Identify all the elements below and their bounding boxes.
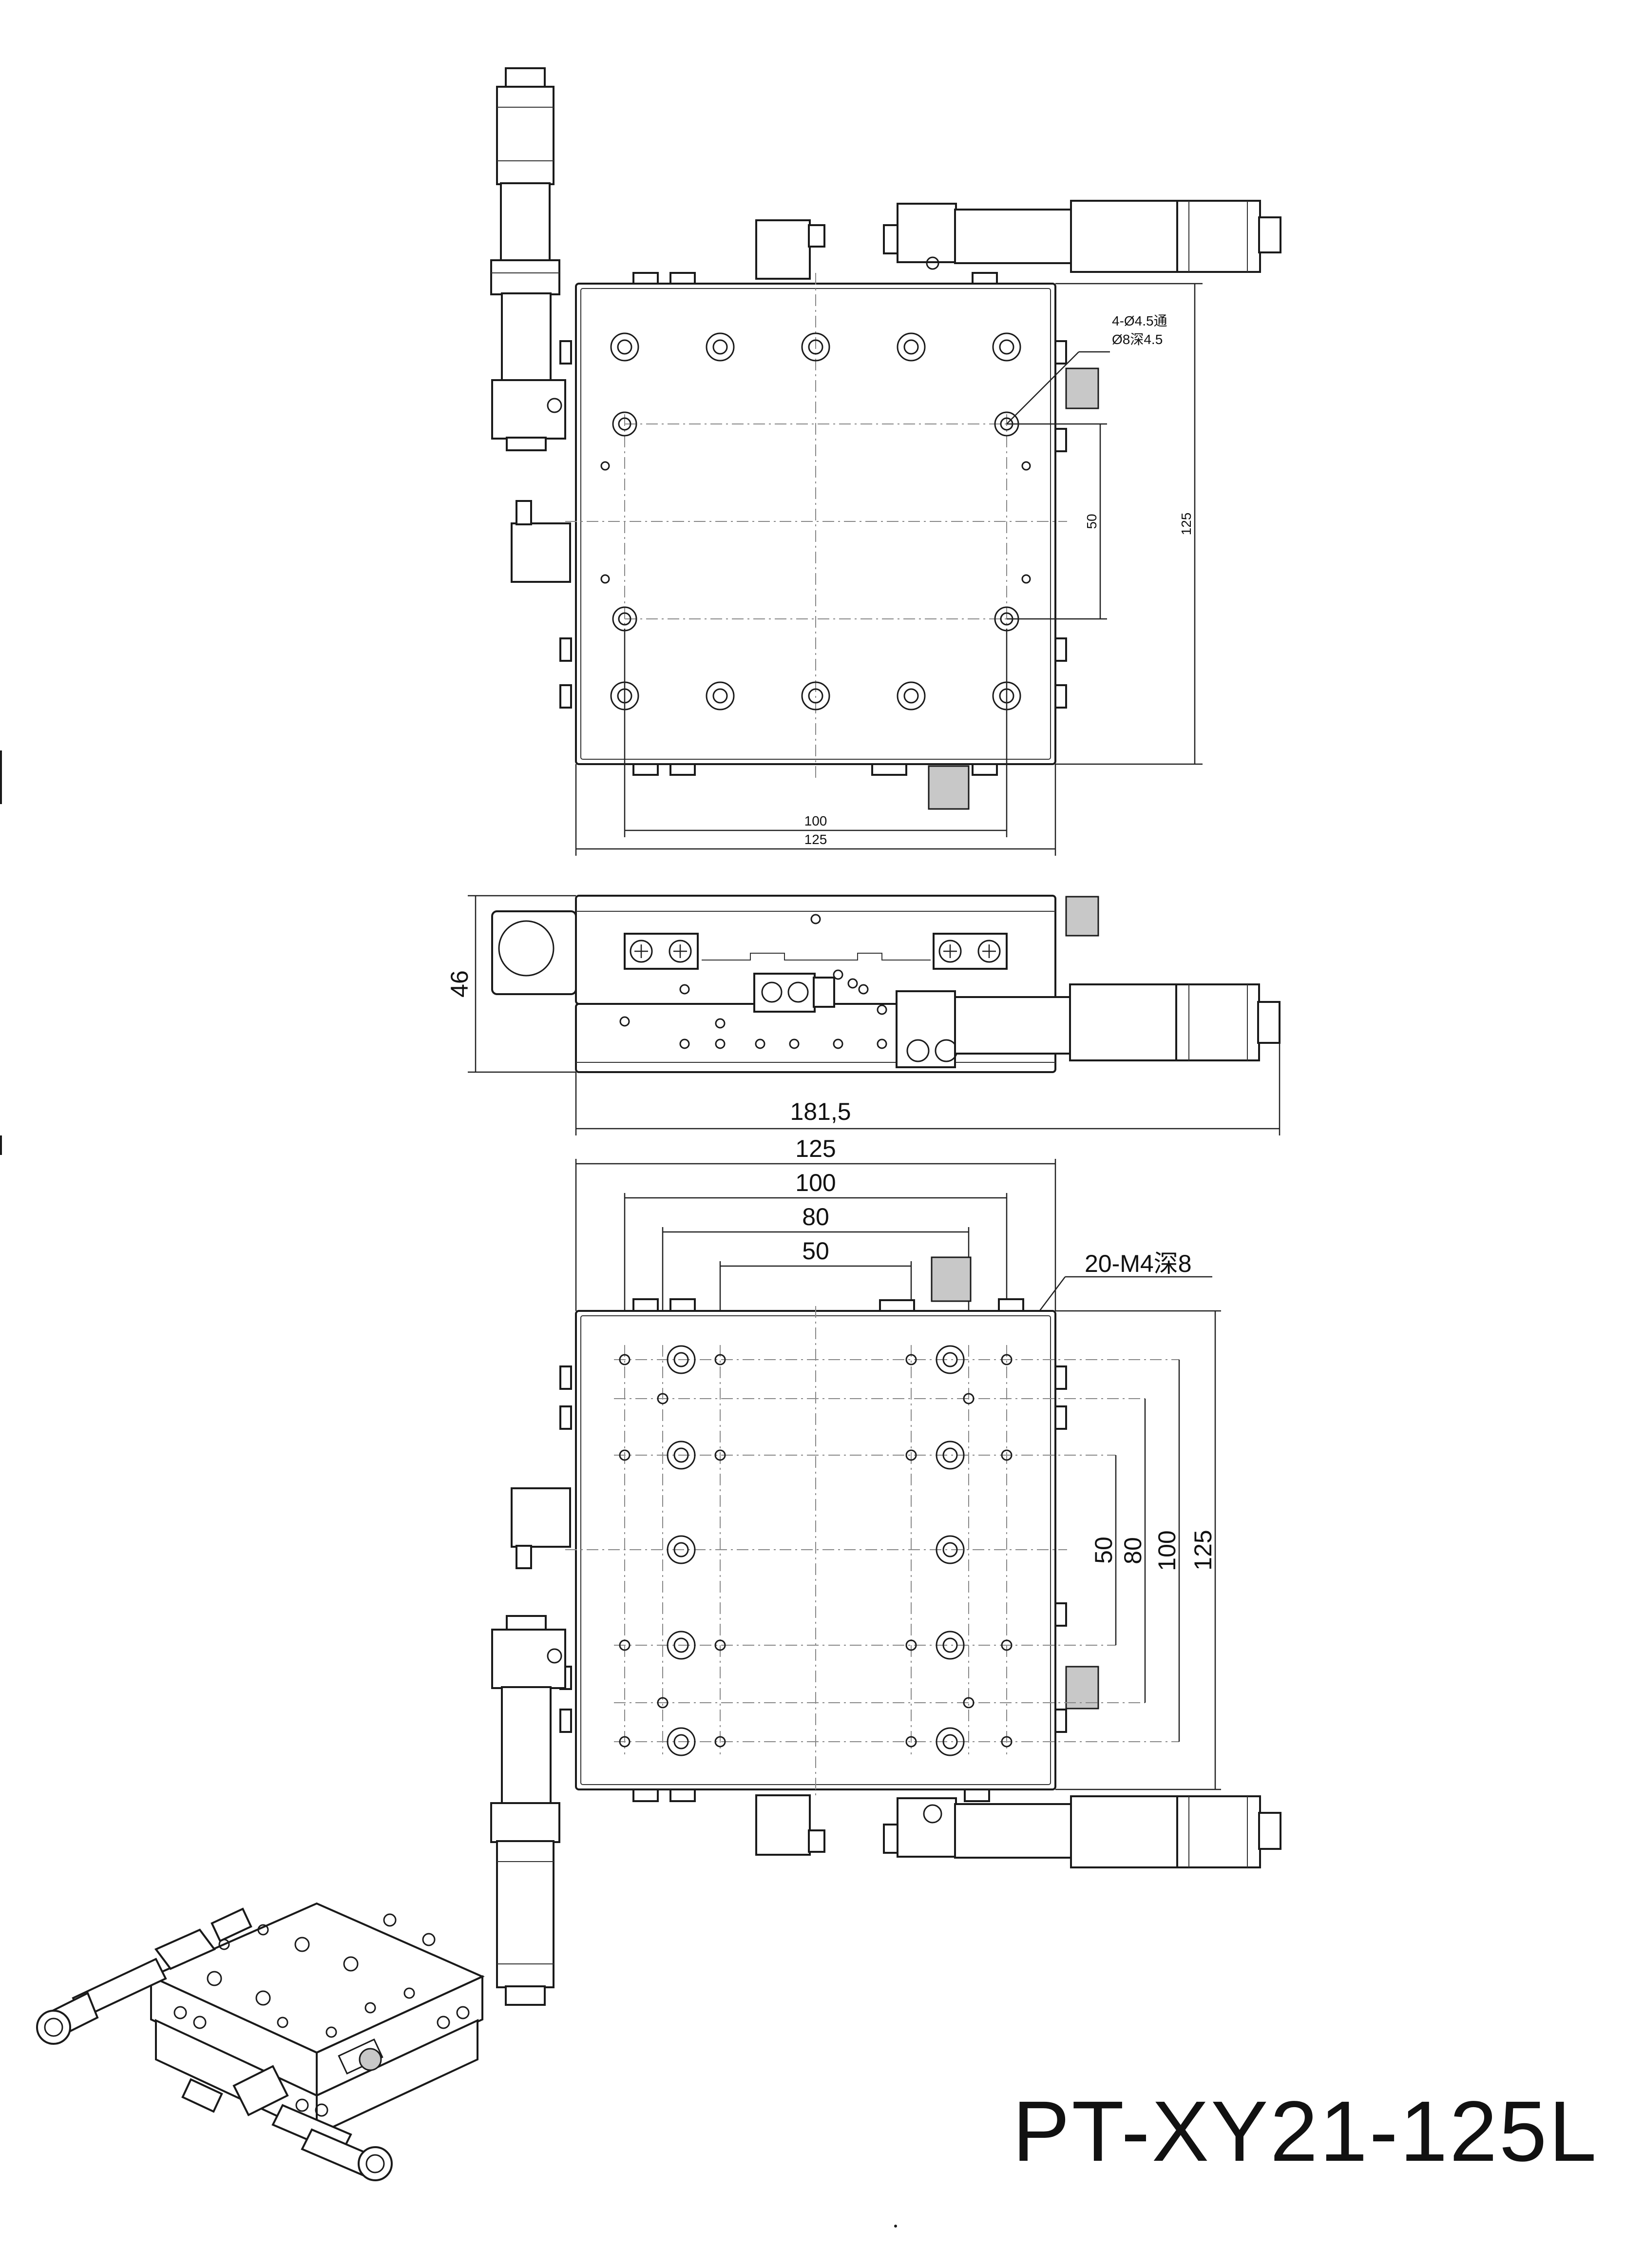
- bottom-view: 125 100 80 50 20-M4深8: [490, 1135, 1281, 2006]
- top-view: 4-Ø4.5通 Ø8深4.5 50 125 100 125: [490, 67, 1281, 856]
- bottom-view-micrometer-horizontal: [883, 1795, 1281, 1868]
- side-view-dim-181-5: 181,5: [790, 1098, 851, 1125]
- top-view-dim-125-right: 125: [1179, 513, 1194, 536]
- bottom-view-dim-v-50: 50: [1090, 1537, 1117, 1564]
- isometric-view: [36, 1902, 485, 2181]
- top-view-dim-50: 50: [1084, 514, 1099, 529]
- bottom-view-dim-v-100: 100: [1153, 1530, 1181, 1571]
- top-view-micrometer-vertical: [490, 67, 566, 451]
- side-view: 46 181,5: [446, 895, 1281, 1135]
- bottom-view-dim-50: 50: [802, 1237, 829, 1265]
- bottom-view-thread-callout: 20-M4深8: [1085, 1250, 1192, 1277]
- bottom-view-dim-v-125: 125: [1189, 1530, 1217, 1570]
- bottom-view-dim-100: 100: [795, 1169, 836, 1196]
- bottom-view-counterbores: [667, 1345, 965, 1756]
- top-view-plate: [575, 283, 1056, 765]
- model-title: PT-XY21-125L: [1013, 2084, 1598, 2179]
- top-view-hole-callout-2: Ø8深4.5: [1112, 332, 1163, 347]
- bottom-view-dim-80: 80: [802, 1203, 829, 1230]
- top-view-dim-100: 100: [804, 813, 827, 828]
- top-view-lock-block: [755, 219, 811, 280]
- side-view-dim-46: 46: [446, 970, 473, 998]
- top-view-dim-125-bottom: 125: [804, 832, 827, 847]
- bottom-view-threaded-holes: [619, 1354, 1013, 1748]
- top-view-screw-row-top: [610, 332, 1021, 362]
- bottom-view-dim-125: 125: [795, 1135, 836, 1162]
- bottom-view-micrometer-vertical: [490, 1615, 566, 2006]
- top-view-hole-callout-1: 4-Ø4.5通: [1112, 313, 1167, 328]
- bottom-view-dim-v-80: 80: [1119, 1537, 1147, 1564]
- top-view-micrometer-horizontal: [883, 200, 1281, 273]
